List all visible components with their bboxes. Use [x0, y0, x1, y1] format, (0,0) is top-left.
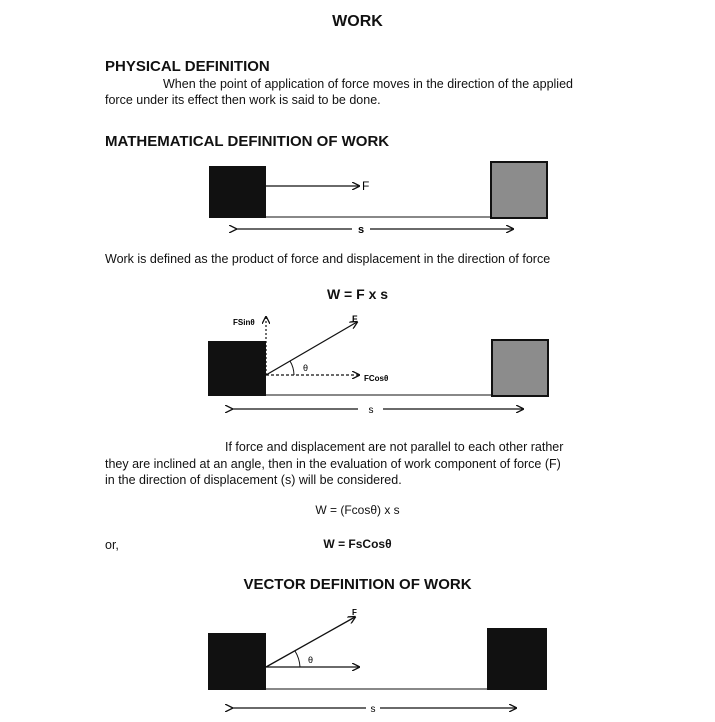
physical-definition-heading: PHYSICAL DEFINITION [105, 58, 270, 75]
displacement-label: s [371, 704, 376, 715]
vertical-component-label: FSinθ [233, 318, 255, 327]
force-arrow [265, 322, 357, 376]
angle-label: θ [308, 655, 313, 665]
vector-definition-heading: VECTOR DEFINITION OF WORK [243, 576, 472, 593]
horizontal-component-label: FCosθ [364, 374, 388, 383]
diagram-vector-definition: F θ s [208, 608, 547, 715]
page-title: WORK [332, 13, 383, 30]
work-definition-text: Work is defined as the product of force … [105, 252, 551, 266]
dark-block [209, 166, 266, 218]
dark-block [208, 341, 266, 396]
physical-definition-line1: When the point of application of force m… [163, 77, 573, 91]
inclined-paragraph-line3: in the direction of displacement (s) wil… [105, 473, 402, 487]
gray-block [490, 161, 548, 219]
mathematical-definition-heading: MATHEMATICAL DEFINITION OF WORK [105, 133, 390, 150]
formula-w-fscos: W = FsCosθ [323, 537, 392, 551]
displacement-label: s [358, 224, 364, 236]
or-label: or, [105, 538, 119, 552]
angle-arc [294, 650, 301, 668]
formula-w-fcos-s: W = (Fcosθ) x s [315, 503, 400, 517]
inclined-paragraph-line2: they are inclined at an angle, then in t… [105, 457, 561, 471]
dark-block-right [487, 628, 547, 690]
force-arrow [265, 617, 355, 668]
dark-block [208, 633, 266, 690]
force-label: F [362, 179, 369, 193]
diagram-force-parallel: F s [209, 161, 548, 236]
physical-definition-line2: force under its effect then work is said… [105, 93, 381, 107]
formula-w-fs: W = F x s [326, 286, 389, 302]
diagram-force-inclined: FSinθ F FCosθ θ s [208, 314, 549, 416]
inclined-paragraph-line1: If force and displacement are not parall… [225, 440, 564, 454]
force-label: F [352, 608, 357, 617]
force-label: F [352, 314, 358, 324]
angle-arc [289, 360, 295, 376]
gray-block [491, 339, 549, 397]
displacement-label: s [369, 405, 374, 416]
angle-label: θ [303, 363, 308, 373]
